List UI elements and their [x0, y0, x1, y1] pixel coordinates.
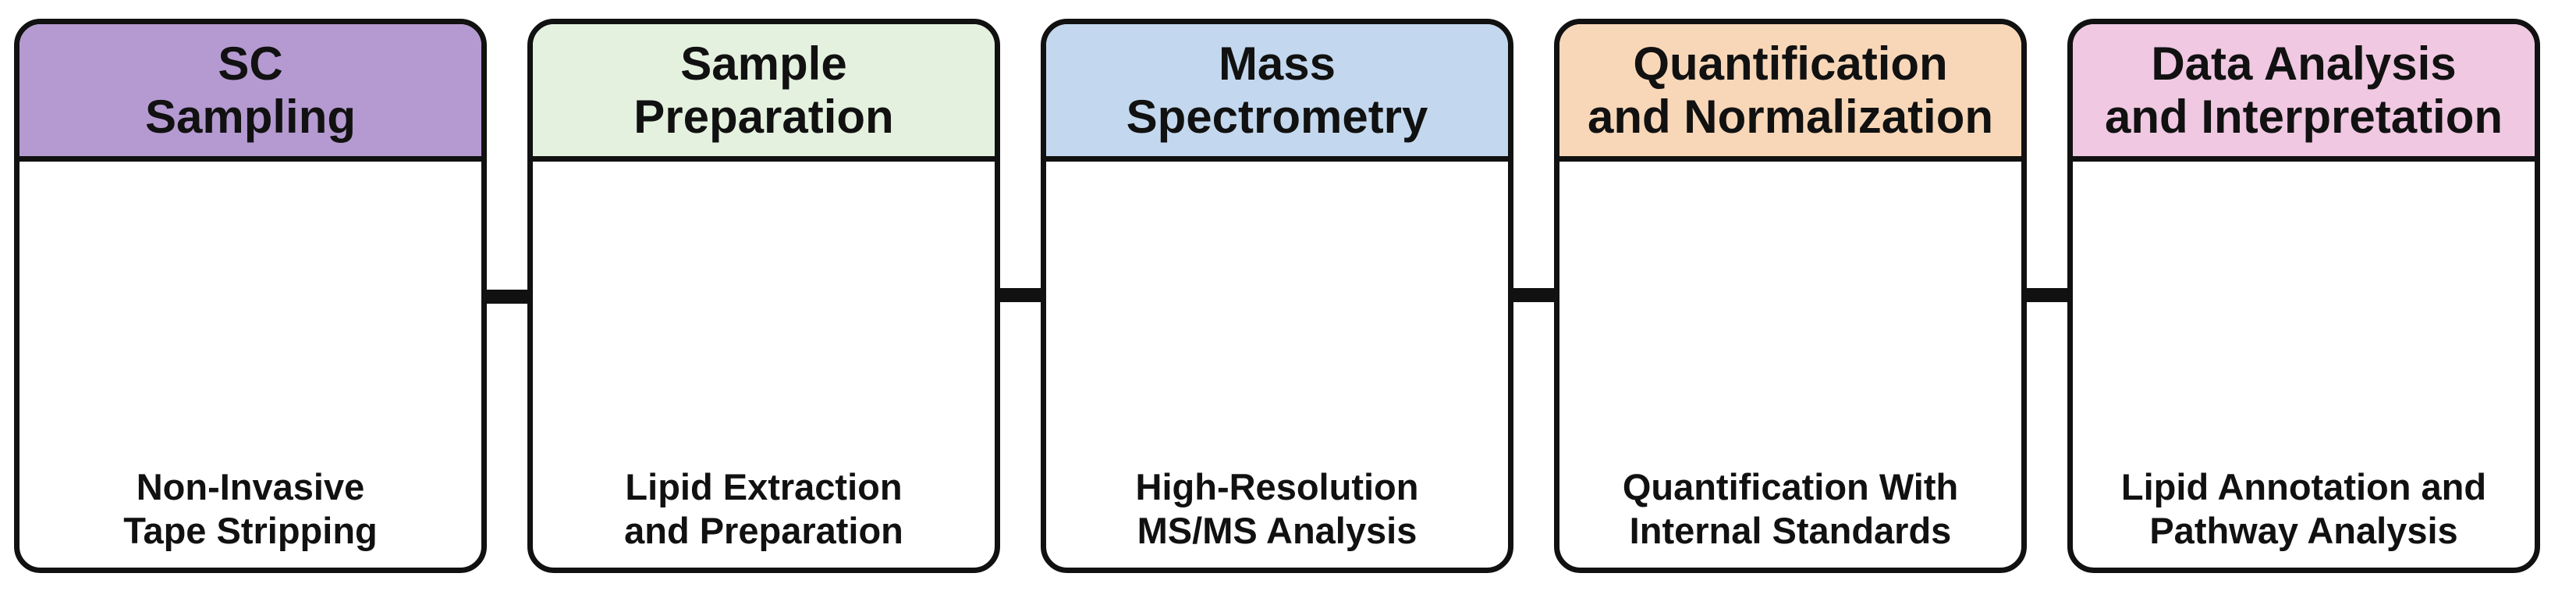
header-line: Quantification [1633, 37, 1948, 91]
caption-line: Tape Stripping [123, 509, 378, 551]
caption-line: Lipid Annotation and [2120, 466, 2487, 508]
panel-caption: Non-Invasive Tape Stripping [20, 465, 481, 552]
panel-header: Data Analysis and Interpretation [2073, 24, 2535, 162]
panel-mass-spectrometry: Mass Spectrometry High-Resolution MS/MS … [1041, 19, 1513, 573]
panel-header: SC Sampling [20, 24, 481, 162]
caption-line: Non-Invasive [136, 466, 365, 508]
panel-header: Quantification and Normalization [1559, 24, 2021, 162]
header-line: Spectrometry [1126, 90, 1428, 143]
header-line: Data Analysis [2151, 37, 2457, 91]
panel-caption: Lipid Extraction and Preparation [533, 465, 995, 552]
header-line: and Interpretation [2104, 90, 2503, 143]
caption-line: MS/MS Analysis [1137, 509, 1418, 551]
panel-sc-sampling: SC Sampling Non-Invasive Tape Stripping [14, 19, 487, 573]
header-line: and Normalization [1587, 90, 1994, 143]
panel-header: Sample Preparation [533, 24, 995, 162]
caption-line: Pathway Analysis [2149, 509, 2458, 551]
caption-line: Internal Standards [1629, 509, 1952, 551]
header-line: Preparation [633, 90, 894, 143]
panel-caption: High-Resolution MS/MS Analysis [1046, 465, 1508, 552]
panel-caption: Lipid Annotation and Pathway Analysis [2073, 465, 2535, 552]
panel-caption: Quantification With Internal Standards [1559, 465, 2021, 552]
panel-header: Mass Spectrometry [1046, 24, 1508, 162]
panel-data-analysis-interpretation: Data Analysis and Interpretation Lipid A… [2067, 19, 2540, 573]
panel-quantification-normalization: Quantification and Normalization Quantif… [1554, 19, 2027, 573]
caption-line: Lipid Extraction [625, 466, 903, 508]
caption-line: and Preparation [624, 509, 903, 551]
header-line: Sampling [144, 90, 357, 143]
header-line: SC [218, 37, 283, 91]
caption-line: Quantification With [1622, 466, 1959, 508]
caption-line: High-Resolution [1135, 466, 1419, 508]
header-line: Sample [680, 37, 847, 91]
panel-sample-preparation: Sample Preparation Lipid Extraction and … [527, 19, 1000, 573]
header-line: Mass [1218, 37, 1336, 91]
